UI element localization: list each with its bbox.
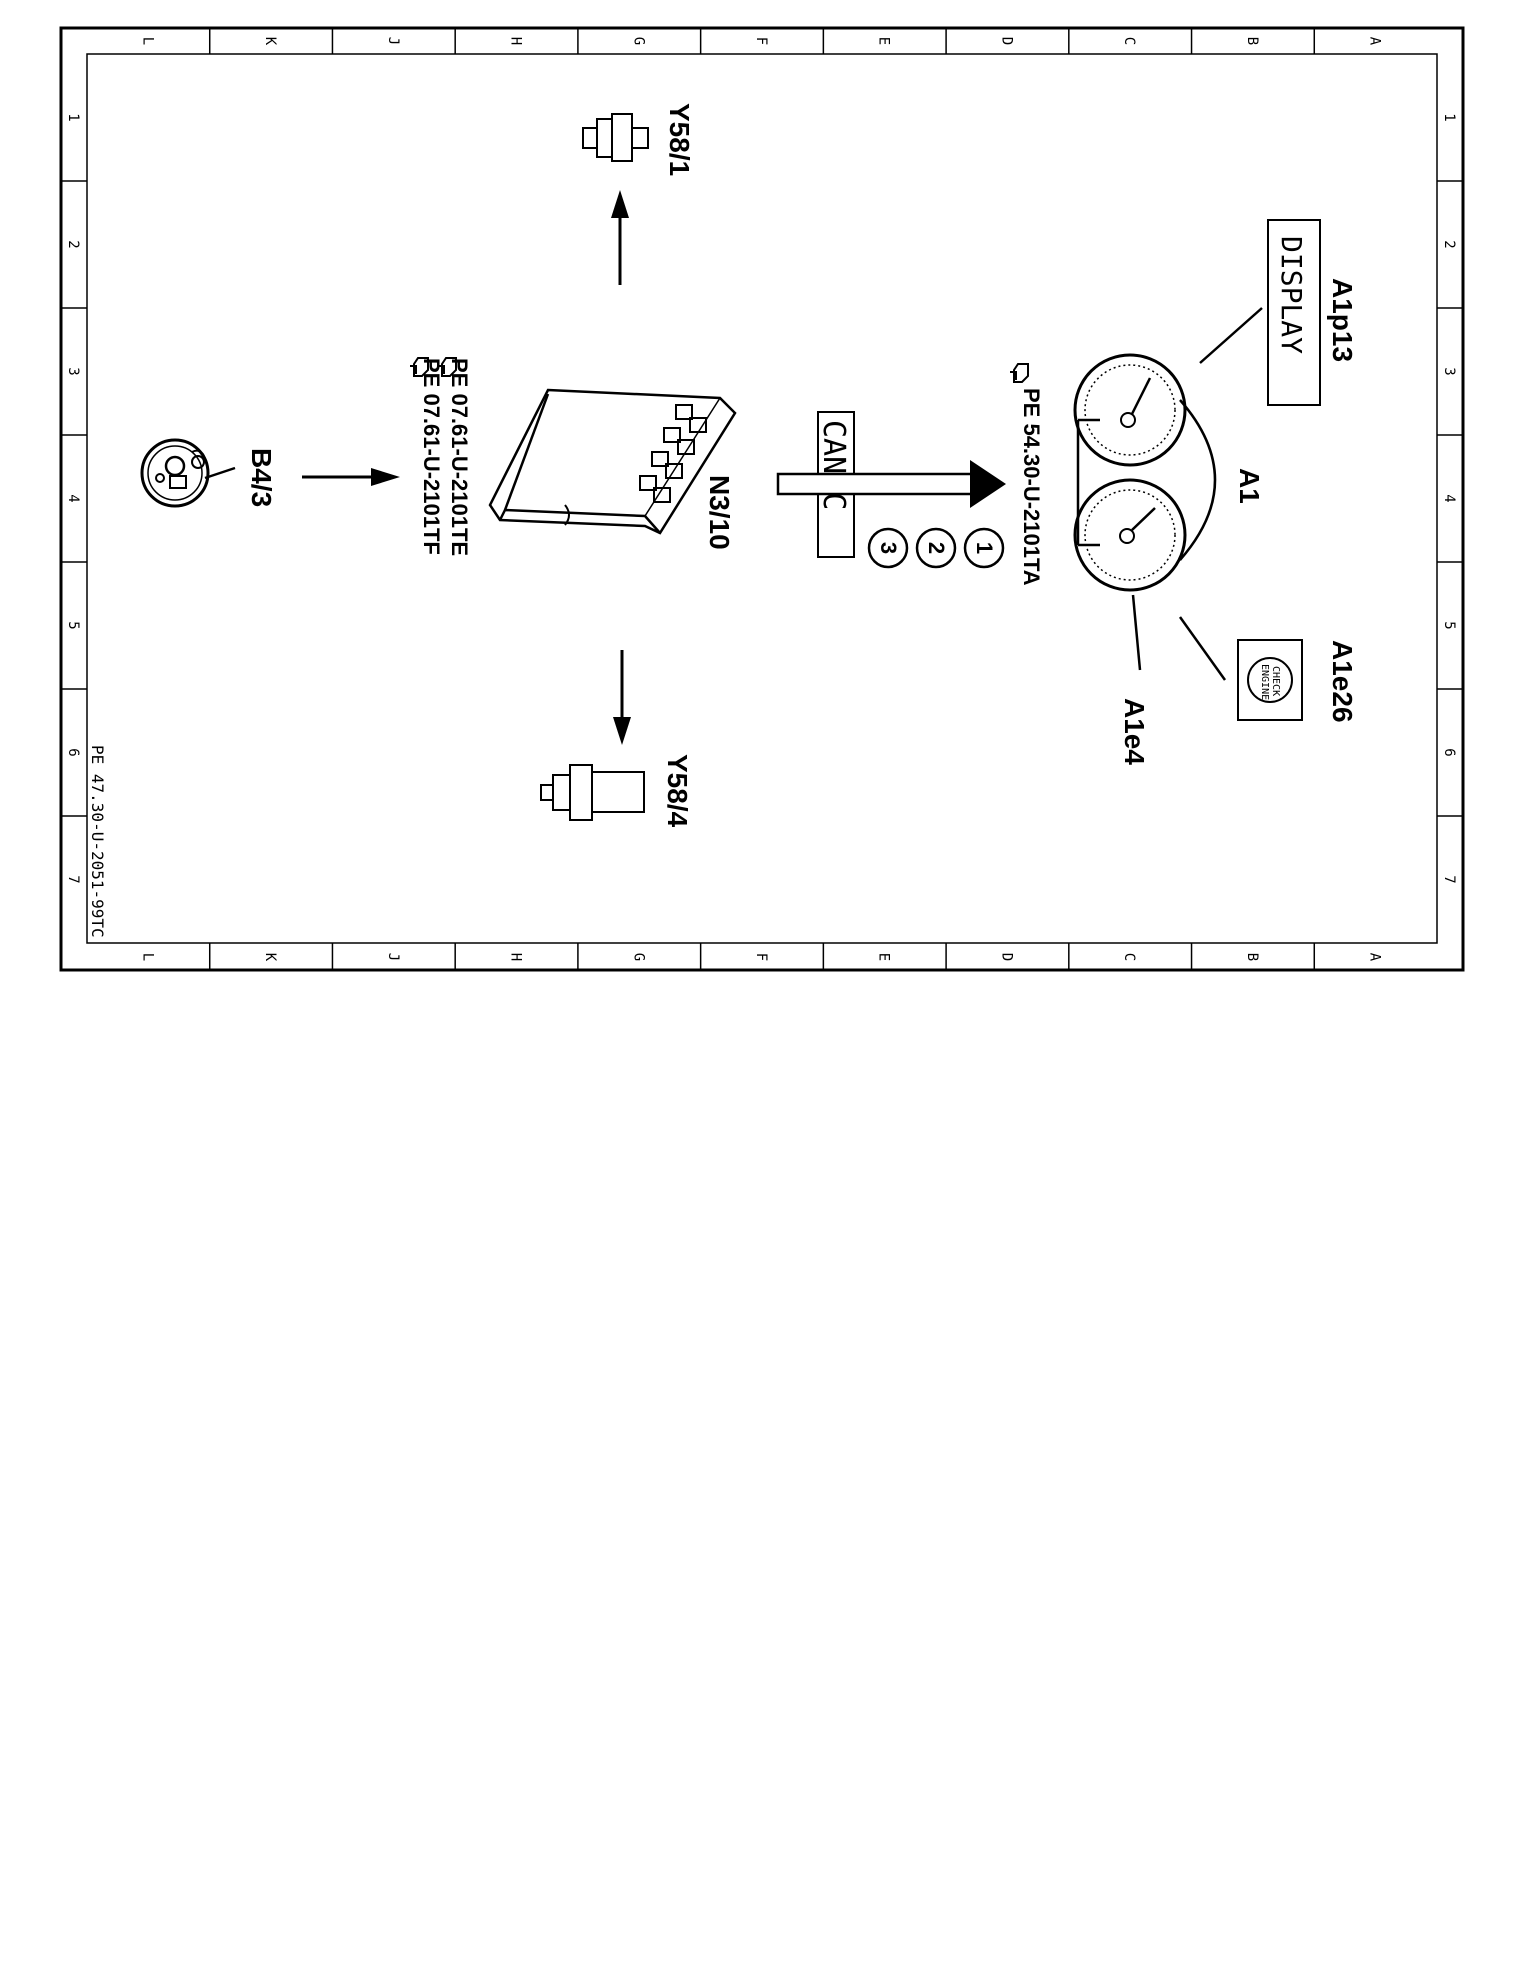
grid-column-label: K xyxy=(262,37,278,46)
grid-row-label: 5 xyxy=(1441,621,1457,629)
grid-column-label: B xyxy=(1244,953,1260,961)
grid-row-label: 3 xyxy=(65,367,81,375)
a1e26-label: A1e26 xyxy=(1327,640,1358,723)
a1e26-check-engine-lamp: CHECK ENGINE A1e26 xyxy=(1178,616,1358,723)
grid-column-label: F xyxy=(753,953,769,961)
grid-row-label: 4 xyxy=(1441,494,1457,502)
grid-row-label: 1 xyxy=(1441,113,1457,121)
b4-3-sensor-icon xyxy=(140,438,236,508)
a1e4-indicator: A1e4 xyxy=(1119,594,1150,765)
pe-ref-cluster: PE 54.30-U-2101TA xyxy=(1019,388,1044,586)
y58-4-arrow xyxy=(613,650,631,745)
grid-column-label: H xyxy=(508,953,524,961)
drawing-number: PE 47.30-U-2051-99TC xyxy=(88,745,107,938)
grid-row-label: 2 xyxy=(65,240,81,248)
check-engine-text-2: ENGINE xyxy=(1259,664,1270,700)
can-message-bubbles: 1 2 3 xyxy=(867,527,1005,569)
a1p13-label: A1p13 xyxy=(1327,278,1358,362)
a1-label: A1 xyxy=(1234,468,1265,504)
grid-column-label: F xyxy=(753,37,769,45)
grid-row-label: 7 xyxy=(65,875,81,883)
b4-3-label: B4/3 xyxy=(246,448,277,507)
y58-4-valve: Y58/4 xyxy=(540,650,693,828)
grid-row-label: 5 xyxy=(65,621,81,629)
a1e26-leader xyxy=(1178,616,1227,681)
bubble-number: 2 xyxy=(924,542,949,554)
display-icon xyxy=(1267,219,1321,406)
speedometer-gauge-icon xyxy=(1073,478,1187,592)
pe-ref-ecu-1: PE 07.61-U-2101TE xyxy=(447,358,472,556)
a1p13-display: DISPLAY A1p13 xyxy=(1199,219,1358,406)
pointing-hand-icon xyxy=(410,357,429,377)
pointing-hand-icon xyxy=(1010,363,1029,383)
bubble-circle xyxy=(915,527,957,569)
pe-ref-ecu-2: PE 07.61-U-2101TF xyxy=(419,358,444,555)
y58-4-valve-icon xyxy=(540,764,645,821)
b4-3-arrow xyxy=(302,468,400,486)
grid-column-label: E xyxy=(876,953,892,961)
grid-row-label: 6 xyxy=(65,748,81,756)
grid-ticks xyxy=(61,28,1463,970)
n3-10-label: N3/10 xyxy=(704,475,735,550)
grid-column-label: J xyxy=(385,953,401,961)
grid-column-label: A xyxy=(1367,953,1383,962)
grid-column-label: D xyxy=(998,953,1014,961)
grid-row-label: 6 xyxy=(1441,748,1457,756)
can-c-arrow xyxy=(776,460,1006,508)
bubble-circle xyxy=(867,527,909,569)
y58-1-arrow xyxy=(611,190,629,285)
y58-1-valve: Y58/1 xyxy=(582,103,695,285)
check-engine-text-1: CHECK xyxy=(1270,666,1281,696)
pointing-hand-icon xyxy=(438,357,457,377)
frame-inner xyxy=(86,53,1438,944)
can-c-label: CAN C xyxy=(816,420,851,510)
a1e4-label: A1e4 xyxy=(1119,698,1150,765)
grid-column-label: L xyxy=(139,953,155,961)
grid-column-label: K xyxy=(262,953,278,962)
grid-column-label: J xyxy=(385,37,401,45)
bubble-number: 3 xyxy=(876,542,901,554)
tachometer-gauge-icon xyxy=(1073,353,1187,467)
bubble-circle xyxy=(963,527,1005,569)
can-c-bus: CAN C 1 2 3 xyxy=(776,411,1006,569)
grid-row-label: 3 xyxy=(1441,367,1457,375)
ecu-housing-icon xyxy=(488,388,737,535)
frame-outer xyxy=(59,26,1465,972)
a1-instrument-cluster: PE 54.30-U-2101TA A1 DISPLAY xyxy=(1010,219,1358,765)
grid-column-label: H xyxy=(508,37,524,45)
grid-column-label: G xyxy=(630,953,646,961)
display-text: DISPLAY xyxy=(1275,236,1308,354)
n3-10-ecu: PE 07.61-U-2101TE PE 07.61-U-2101TF N3/1… xyxy=(410,357,737,556)
cluster-housing-icon xyxy=(1076,399,1217,561)
y58-4-label: Y58/4 xyxy=(662,754,693,828)
grid-column-label: C xyxy=(1121,953,1137,961)
y58-1-label: Y58/1 xyxy=(664,103,695,176)
grid-column-label: C xyxy=(1121,37,1137,45)
grid-column-label: L xyxy=(139,37,155,45)
grid-column-label: D xyxy=(998,37,1014,45)
grid-row-label: 7 xyxy=(1441,875,1457,883)
a1p13-leader xyxy=(1199,307,1263,364)
a1e4-leader xyxy=(1131,594,1142,671)
grid-row-label: 1 xyxy=(65,113,81,121)
grid-column-label: E xyxy=(876,37,892,45)
bubble-number: 1 xyxy=(972,542,997,554)
grid-column-label: B xyxy=(1244,37,1260,45)
y58-1-valve-icon xyxy=(582,113,649,162)
b4-3-sensor: B4/3 xyxy=(140,438,400,508)
grid-row-label: 4 xyxy=(65,494,81,502)
grid-column-label: G xyxy=(630,37,646,45)
grid-row-label: 2 xyxy=(1441,240,1457,248)
grid-column-label: A xyxy=(1367,37,1383,46)
check-engine-icon xyxy=(1237,639,1303,721)
